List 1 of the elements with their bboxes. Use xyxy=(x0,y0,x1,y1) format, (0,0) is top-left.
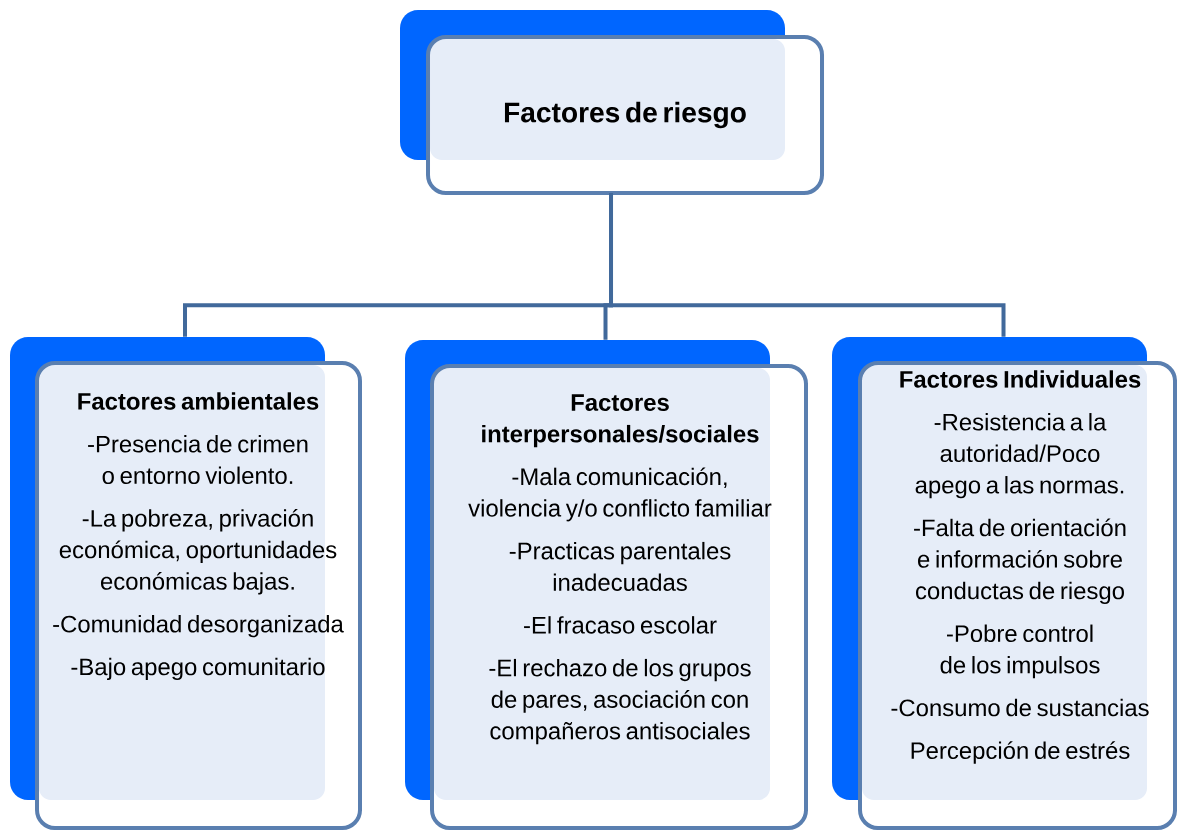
connector-line xyxy=(609,193,1006,337)
